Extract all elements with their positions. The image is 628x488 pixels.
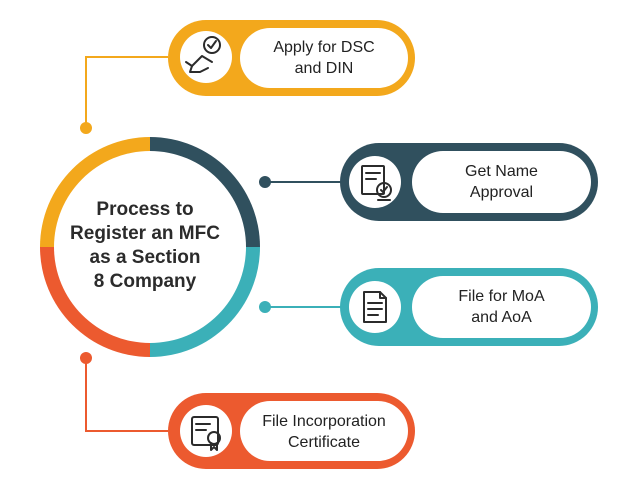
- step-4-label: File Incorporation Certificate: [240, 411, 408, 453]
- step-1-line-1: Apply for DSC: [273, 39, 375, 56]
- step-4-line-1: File Incorporation: [262, 413, 386, 430]
- connector-dot-4: [80, 352, 92, 364]
- step-1-line-2: and DIN: [294, 60, 354, 77]
- connector-step-1: [85, 56, 168, 128]
- step-2-line-2: Approval: [469, 184, 534, 201]
- connector-dot-3: [259, 301, 271, 313]
- step-4-line-2: Certificate: [287, 434, 361, 451]
- step-2-label: Get Name Approval: [412, 161, 591, 203]
- step-2-icon-disc: [349, 156, 401, 208]
- connectors: [85, 56, 352, 432]
- connector-step-4: [85, 358, 168, 432]
- step-1-card: [168, 20, 415, 96]
- step-1-label: Apply for DSC and DIN: [240, 37, 408, 79]
- step-3-label: File for MoA and AoA: [412, 286, 591, 328]
- step-3-line-1: File for MoA: [458, 288, 545, 305]
- certificate-icon: [191, 416, 221, 451]
- diagram-title: Process to Register an MFC as a Section …: [60, 198, 230, 294]
- connector-dot-2: [259, 176, 271, 188]
- title-line-2: Register an MFC: [70, 223, 220, 244]
- step-3-icon-disc: [349, 281, 401, 333]
- document-icon: [363, 291, 387, 323]
- ring-inner-disc: [54, 151, 246, 343]
- step-4-inner-pill: [240, 401, 408, 461]
- title-line-3: as a Section: [89, 247, 201, 268]
- step-2-inner-pill: [412, 151, 591, 213]
- title-line-1: Process to: [96, 199, 194, 220]
- stamp-document-icon: [361, 165, 392, 201]
- step-2-card: [340, 143, 598, 221]
- center-ring: [40, 137, 260, 357]
- step-1-inner-pill: [240, 28, 408, 88]
- step-4-card: [168, 393, 415, 469]
- step-2-line-1: Get Name: [465, 163, 538, 180]
- connector-dot-1: [80, 122, 92, 134]
- step-3-card: [340, 268, 598, 346]
- title-line-4: 8 Company: [93, 271, 197, 292]
- hand-check-icon: [185, 36, 221, 73]
- step-3-line-2: and AoA: [471, 309, 532, 326]
- step-3-inner-pill: [412, 276, 591, 338]
